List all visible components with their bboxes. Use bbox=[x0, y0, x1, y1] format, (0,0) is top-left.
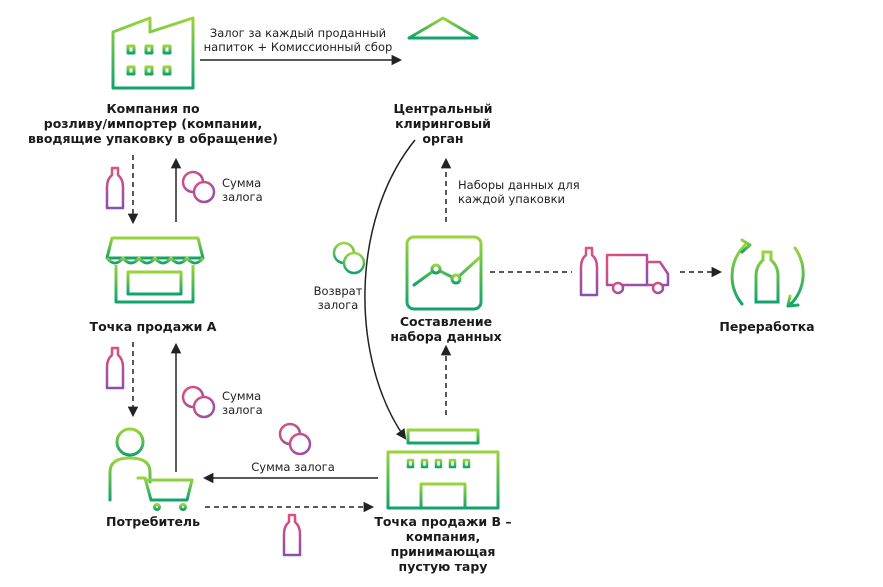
node-store-a-label: Точка продажи A bbox=[89, 319, 217, 334]
store-a-icon bbox=[105, 236, 205, 304]
flow-deposit-sum-mid-label: Сумма залога bbox=[222, 389, 263, 417]
flow-datasets-label: Наборы данных для каждой упаковки bbox=[458, 178, 580, 206]
recycling-icon bbox=[730, 238, 805, 308]
truck-icon bbox=[605, 253, 670, 295]
node-recycling-label: Переработка bbox=[719, 319, 815, 334]
node-producer-label: Компания по розливу/импортер (компании, … bbox=[28, 101, 278, 146]
bank-icon bbox=[407, 16, 479, 91]
arrow-deposit-return bbox=[364, 139, 416, 440]
factory-icon bbox=[111, 16, 195, 90]
dataset-chart-icon bbox=[405, 235, 483, 311]
coins-icon bbox=[278, 422, 312, 456]
consumer-with-cart-icon bbox=[108, 427, 194, 511]
store-b-building-icon bbox=[386, 428, 500, 510]
node-consumer-label: Потребитель bbox=[106, 514, 200, 529]
flow-deposit-return-label: Возврат залога bbox=[313, 284, 363, 312]
bottle-icon bbox=[282, 513, 302, 557]
flow-deposit-sum-top-label: Сумма залога bbox=[222, 176, 263, 204]
coins-icon bbox=[181, 385, 216, 419]
flow-deposit-fee-label: Залог за каждый проданный напиток + Коми… bbox=[203, 26, 393, 54]
flow-deposit-sum-consumer-label: Сумма залога bbox=[251, 460, 335, 474]
node-clearing-label: Центральный клиринговый орган bbox=[393, 101, 493, 146]
bottle-icon bbox=[105, 166, 125, 210]
node-dataset-label: Составление набора данных bbox=[390, 314, 502, 344]
coins-icon bbox=[181, 170, 216, 204]
flow-arrows bbox=[127, 54, 723, 513]
bottle-icon bbox=[579, 246, 599, 297]
coins-icon bbox=[332, 241, 366, 275]
node-store-b-label: Точка продажи B – компания, принимающая … bbox=[374, 514, 512, 574]
bottle-icon bbox=[105, 346, 125, 390]
